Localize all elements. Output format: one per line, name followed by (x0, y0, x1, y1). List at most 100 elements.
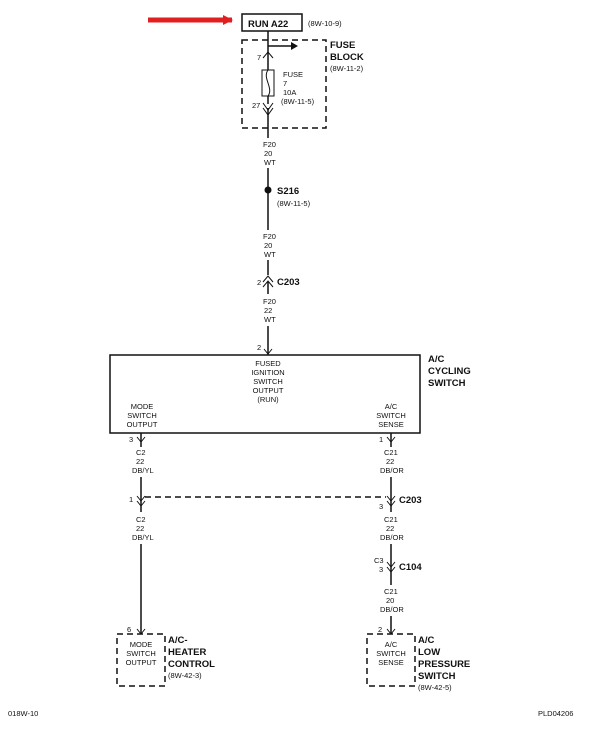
wire-gauge: 22 (386, 457, 394, 466)
connector-chevron-icon (386, 495, 396, 502)
wire-code: C2 (136, 515, 146, 524)
ac-switch-pin-top: 2 (257, 343, 261, 352)
footer-left-code: 018W-10 (8, 709, 38, 718)
ac-switch-title: A/C (428, 354, 445, 365)
wire-gauge: 22 (264, 306, 272, 315)
connector-chevron-icon (136, 500, 146, 507)
pressure-switch-ref: (8W-42-5) (418, 683, 452, 692)
circuit-label: RUN A22 (248, 19, 288, 30)
pressure-switch-title-4: SWITCH (418, 671, 456, 682)
ac-switch-center-label: SWITCH (253, 377, 283, 386)
pressure-switch-box-label: SWITCH (376, 649, 406, 658)
wire-gauge: 22 (386, 524, 394, 533)
heater-control-box (116, 633, 166, 687)
wire-code: C2 (136, 448, 146, 457)
bus-tap-arrow-icon (291, 42, 298, 50)
wire-color: DB/OR (380, 605, 404, 614)
wire-code: C21 (384, 587, 398, 596)
heater-control-box-label: MODE (130, 640, 153, 649)
wire-color: WT (264, 315, 276, 324)
wire-color: DB/OR (380, 533, 404, 542)
ac-switch-left-label: MODE (131, 402, 154, 411)
ac-switch-center-label: OUTPUT (253, 386, 284, 395)
ac-cycling-switch-box (109, 354, 421, 434)
fuse-ref: (8W-11-5) (281, 97, 315, 106)
pressure-switch-pin: 2 (378, 625, 382, 634)
ac-switch-right-label: SWITCH (376, 411, 406, 420)
heater-control-ref: (8W-42-3) (168, 671, 202, 680)
c203-top-name: C203 (277, 277, 300, 288)
heater-control-pin: 6 (127, 625, 131, 634)
wire-code: C21 (384, 448, 398, 457)
fuse-pin-out: 27 (252, 101, 260, 110)
ac-switch-center-label: (RUN) (257, 395, 279, 404)
fuse-block-title-2: BLOCK (330, 52, 364, 63)
pressure-switch-box (366, 633, 416, 687)
c203-top-pin: 2 (257, 278, 261, 287)
heater-control-title-3: CONTROL (168, 659, 215, 670)
c203-bottom-name: C203 (399, 495, 422, 506)
wire-code: F20 (263, 232, 276, 241)
wire-color: WT (264, 158, 276, 167)
heater-control-title: A/C- (168, 635, 188, 646)
ac-switch-right-label: SENSE (378, 420, 403, 429)
wire-code: F20 (263, 140, 276, 149)
fuse-amperage: 10A (283, 88, 296, 97)
fuse-element-icon (265, 69, 271, 97)
connector-chevron-icon (136, 495, 146, 502)
fuse-block-title: FUSE (330, 40, 355, 51)
splice-dot-icon (264, 186, 272, 194)
wire-gauge: 20 (264, 149, 272, 158)
ac-switch-left-label: SWITCH (127, 411, 157, 420)
circuit-ref: (8W-10-9) (308, 19, 342, 28)
ac-switch-pin-right: 1 (379, 435, 383, 444)
wire-gauge: 20 (264, 241, 272, 250)
connector-chevron-icon (262, 51, 274, 59)
fuse-pin-in: 7 (257, 53, 261, 62)
splice-name: S216 (277, 186, 299, 197)
c104-name: C104 (399, 562, 422, 573)
ac-switch-left-label: OUTPUT (127, 420, 158, 429)
c203-bottom-pin-right: 3 (379, 502, 383, 511)
ac-switch-center-label: FUSED (255, 359, 281, 368)
connector-chevron-icon (262, 280, 274, 288)
wire-color: DB/OR (380, 466, 404, 475)
c203-bottom-pin-left: 1 (129, 495, 133, 504)
pressure-switch-title: A/C (418, 635, 435, 646)
c104-pin: 3 (379, 565, 383, 574)
wire-gauge: 20 (386, 596, 394, 605)
wire-code: F20 (263, 297, 276, 306)
connector-chevron-icon (262, 275, 274, 283)
pressure-switch-title-2: LOW (418, 647, 440, 658)
footer-right-code: PLD04206 (538, 709, 573, 718)
fuse-block-outline (241, 39, 327, 129)
connector-chevron-icon (386, 500, 396, 507)
splice-ref: (8W-11-5) (277, 199, 311, 208)
wire-color: DB/YL (132, 533, 154, 542)
ac-switch-title-2: CYCLING (428, 366, 471, 377)
fuse-number: 7 (283, 79, 287, 88)
pressure-switch-box-label: A/C (385, 640, 398, 649)
ac-switch-center-label: IGNITION (251, 368, 284, 377)
fuse-label: FUSE (283, 70, 303, 79)
heater-control-title-2: HEATER (168, 647, 206, 658)
ac-switch-right-label: A/C (385, 402, 398, 411)
ac-switch-pin-left: 3 (129, 435, 133, 444)
connector-chevron-icon (386, 566, 396, 573)
wire-color: WT (264, 250, 276, 259)
c104-cavity: C3 (374, 556, 384, 565)
connector-chevron-icon (386, 561, 396, 568)
wire-gauge: 22 (136, 524, 144, 533)
ac-switch-title-3: SWITCH (428, 378, 466, 389)
pressure-switch-box-label: SENSE (378, 658, 403, 667)
circuit-box (241, 13, 303, 32)
heater-control-box-label: SWITCH (126, 649, 156, 658)
heater-control-box-label: OUTPUT (126, 658, 157, 667)
wire-code: C21 (384, 515, 398, 524)
wire-color: DB/YL (132, 466, 154, 475)
wire-gauge: 22 (136, 457, 144, 466)
pressure-switch-title-3: PRESSURE (418, 659, 470, 670)
connector-chevron-icon (263, 348, 273, 355)
fuse-block-ref: (8W-11-2) (330, 64, 364, 73)
